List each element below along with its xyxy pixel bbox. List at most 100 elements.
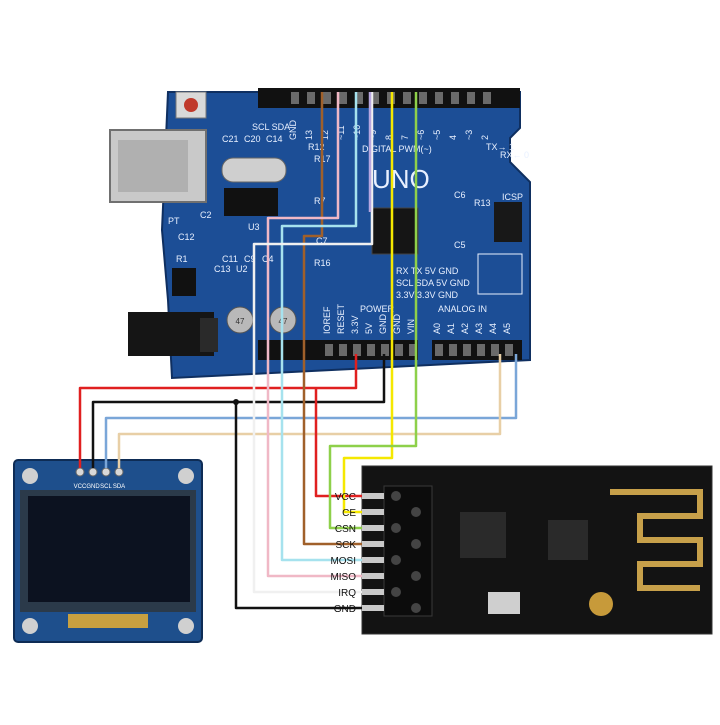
nrf-pin-pad <box>411 603 421 613</box>
oled-mount-hole-tl <box>22 468 38 484</box>
reset-button-cap <box>184 98 198 112</box>
digital-pin-socket <box>339 92 347 104</box>
power-pin-socket <box>339 344 347 356</box>
component-label-u3: U3 <box>248 222 260 232</box>
nrf-chip <box>460 512 506 558</box>
oled-mount-hole-bl <box>22 618 38 634</box>
nrf-pin-pad <box>391 587 401 597</box>
digital-pin-label-2: 2 <box>480 135 490 140</box>
analog-pin-socket <box>449 344 457 356</box>
capacitor-2-label: 47 <box>279 317 288 326</box>
power-pin-label-5v: 5V <box>364 323 374 334</box>
capacitor-1-label: 47 <box>236 317 245 326</box>
power-pin-label-ioref: IOREF <box>322 306 332 334</box>
nrf-pin-mosi <box>362 557 384 563</box>
regulator-chip <box>172 268 196 296</box>
oled-ribbon <box>68 614 148 628</box>
power-pin-socket <box>325 344 333 356</box>
analog-pin-socket <box>463 344 471 356</box>
nrf-vcc-wire <box>314 388 362 498</box>
usb-connector-inner <box>118 140 188 192</box>
icsp-header-2 <box>477 253 523 295</box>
oled-pin-vcc <box>75 467 85 477</box>
nrf-pin-miso <box>362 573 384 579</box>
digital-pin-socket <box>307 92 315 104</box>
component-label-r7: R7 <box>314 196 326 206</box>
nrf-pin-gnd <box>362 605 384 611</box>
nrf-pin-vcc <box>362 493 384 499</box>
power-pin-socket <box>395 344 403 356</box>
component-label-c14: C14 <box>266 134 283 144</box>
digital-pwm-label: DIGITAL PWM(~) <box>362 144 432 154</box>
power-pin-socket <box>367 344 375 356</box>
scl-sda-row: SCL SDA 5V GND <box>396 278 470 288</box>
component-label-c5: C5 <box>454 240 466 250</box>
nrf-pin-label-gnd: GND <box>334 604 356 615</box>
digital-pin-label-3: ~3 <box>464 130 474 140</box>
board-name: UNO <box>372 164 430 194</box>
digital-pin-socket <box>403 92 411 104</box>
nrf-pin-label-sck: SCK <box>335 540 356 551</box>
component-label-c21: C21 <box>222 134 239 144</box>
nrf-pin-pad <box>411 539 421 549</box>
digital-pin-socket <box>371 92 379 104</box>
component-label-pt: PT <box>168 216 180 226</box>
power-pin-socket <box>381 344 389 356</box>
nrf-mosi-wire <box>280 92 362 562</box>
oled-screen <box>28 496 190 602</box>
component-label-c11: C11 <box>222 254 238 264</box>
analog-in-label: ANALOG IN <box>438 304 487 314</box>
nrf-pcb-antenna <box>610 489 703 591</box>
digital-pin-label-4: 4 <box>448 135 458 140</box>
power-label: POWER <box>360 304 395 314</box>
digital-pin-socket <box>419 92 427 104</box>
nrf-pin-label-mosi: MOSI <box>330 556 356 567</box>
oled-pin-label-vcc: VCC <box>74 484 87 490</box>
oled-scl-wire <box>104 354 518 468</box>
wires <box>78 92 518 610</box>
nrf-pin-label-irq: IRQ <box>338 588 356 599</box>
component-label-r16: R16 <box>314 258 331 268</box>
nrf-sck-wire <box>302 92 362 546</box>
oled-pin-label-scl: SCL <box>100 484 112 490</box>
nrf24l01-module <box>361 465 713 635</box>
analog-pin-label-a1: A1 <box>446 323 456 334</box>
nrf-pin-label-vcc: VCC <box>335 492 356 503</box>
oled-pin-scl <box>101 467 111 477</box>
scl-sda-label: SCL SDA <box>252 122 290 132</box>
power-pin-label-3-3v: 3.3V <box>350 315 360 334</box>
digital-pin-label-5: ~5 <box>432 130 442 140</box>
rx-tx-row: RX TX 5V GND <box>396 266 459 276</box>
digital-pin-label-8: 8 <box>384 135 394 140</box>
digital-pin-label-11: ~11 <box>336 125 346 140</box>
oled-vcc-wire <box>78 354 358 468</box>
digital-pin-label-6: ~6 <box>416 130 426 140</box>
component-label-c7: C7 <box>316 236 328 246</box>
component-label-c2: C2 <box>200 210 212 220</box>
oled-pin-label-gnd: GND <box>86 484 100 490</box>
component-label-c13: C13 <box>214 264 231 274</box>
nrf-pin-label-miso: MISO <box>330 572 356 583</box>
oled-mount-hole-tr <box>178 468 194 484</box>
tx-label: TX→ 1 <box>486 142 514 152</box>
gnd-junction-dot <box>233 399 239 405</box>
power-pin-label-gnd: GND <box>378 314 388 335</box>
ch340-chip <box>224 188 278 216</box>
dc-jack-collar <box>200 318 218 352</box>
analog-pin-label-a4: A4 <box>488 323 498 334</box>
nrf-pin-csn <box>362 525 384 531</box>
digital-pin-label-7: 7 <box>400 135 410 140</box>
nrf-ce-wire <box>342 92 394 514</box>
analog-pin-label-a2: A2 <box>460 323 470 334</box>
dc-power-jack <box>128 312 214 356</box>
oled-mount-hole-br <box>178 618 194 634</box>
nrf-pin-ce <box>362 509 384 515</box>
digital-pin-socket <box>291 92 299 104</box>
power-pin-socket <box>409 344 417 356</box>
power-pin-socket <box>353 344 361 356</box>
rx-label: RX← 0 <box>500 150 529 160</box>
